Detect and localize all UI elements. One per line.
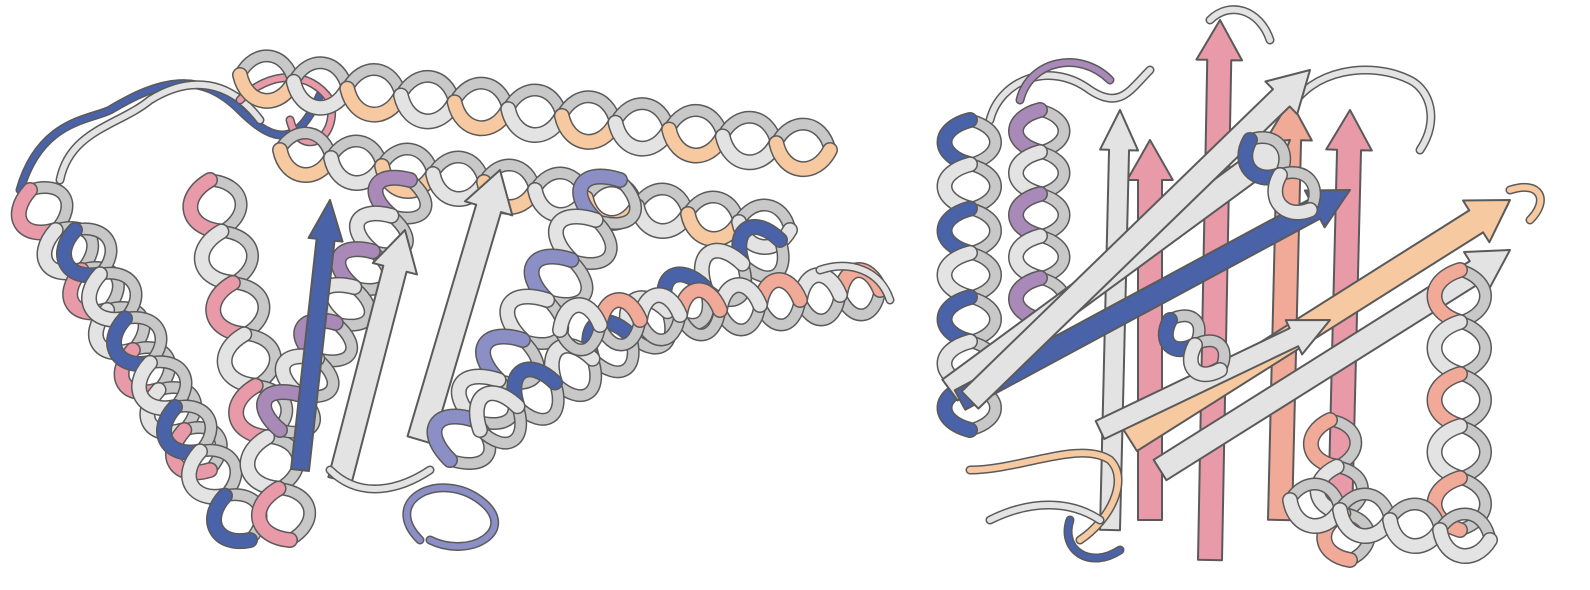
central-helix-lavender — [256, 169, 433, 439]
bottom-loop-gray — [325, 465, 435, 494]
central-strand-2 — [406, 169, 514, 445]
bottom-loop-peach — [965, 448, 1123, 545]
vertical-strand-2 — [1195, 19, 1244, 562]
top-loop-gray — [985, 65, 1155, 125]
right-tail-loop — [815, 261, 895, 305]
bottom-loop-gray — [985, 500, 1105, 525]
diagonal-strand-2 — [960, 69, 1311, 410]
right-helix-salmon — [1426, 262, 1492, 538]
bottom-loop-periwinkle — [402, 483, 500, 551]
top-helix-peach — [232, 49, 838, 177]
right-top-loop — [1285, 65, 1436, 155]
center-helix-navy — [1157, 309, 1231, 383]
right-helix-salmon — [552, 262, 888, 357]
top-loop-lavender — [1015, 58, 1115, 105]
central-strand-1 — [327, 229, 419, 485]
inner-helix-navy — [1237, 131, 1322, 221]
right-structure-svg — [936, 5, 1545, 568]
top-loop-gray — [55, 80, 265, 185]
left-helix-lavender — [1008, 102, 1071, 328]
inner-helix-pink — [182, 172, 317, 548]
top-hairpin-gray — [1205, 5, 1275, 45]
bottom-loop-navy — [1063, 515, 1125, 563]
central-strand-blue — [290, 199, 344, 472]
left-structure-svg — [10, 49, 895, 551]
left-structure-panel — [10, 49, 895, 551]
bottom-helix-gray — [1282, 477, 1498, 564]
right-hairpin-peach — [1505, 182, 1545, 225]
right-structure-panel — [930, 0, 1590, 590]
